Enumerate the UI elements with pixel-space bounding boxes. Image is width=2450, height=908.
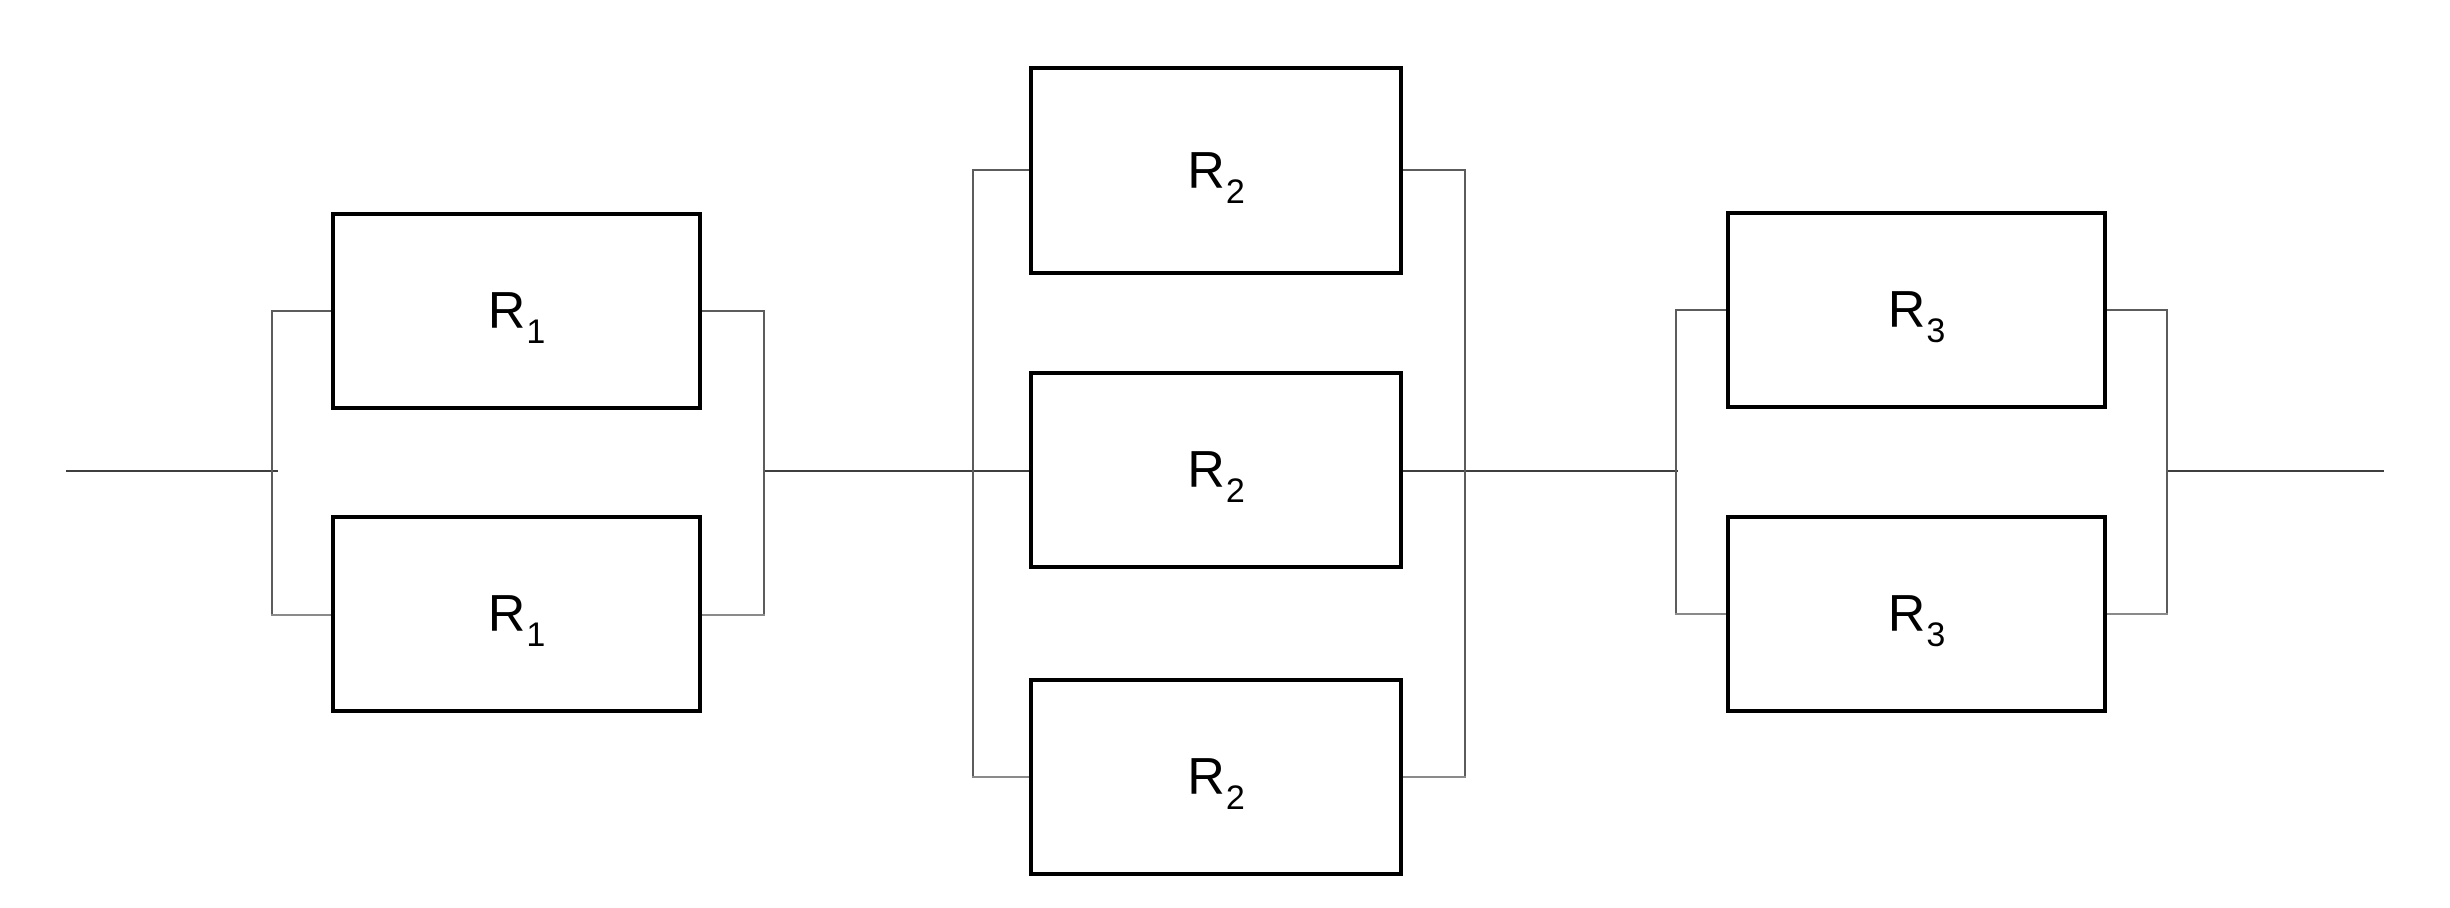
resistor-label-base: R [1187, 748, 1225, 806]
group1-left-bus [271, 311, 273, 616]
group3-top-right-stub [2104, 309, 2168, 311]
resistor-label-r3-bottom: R3 [1887, 585, 1945, 652]
group3-bottom-left-stub [1675, 613, 1729, 615]
resistor-label-subscript: 2 [1225, 472, 1245, 510]
group2-left-bus [972, 169, 974, 778]
resistor-label-r1-top: R1 [487, 282, 545, 349]
resistor-label-subscript: 2 [1225, 172, 1245, 211]
resistor-box-r3-bottom: R3 [1726, 515, 2107, 713]
resistor-label-r3-top: R3 [1887, 281, 1945, 348]
group3-right-bus [2166, 310, 2168, 615]
group2-bottom-left-stub [972, 776, 1032, 778]
resistor-label-base: R [1887, 281, 1926, 339]
resistor-label-r2-top: R2 [1187, 141, 1244, 209]
resistor-label-subscript: 1 [526, 616, 546, 654]
resistor-label-base: R [1887, 585, 1926, 643]
resistor-box-r2-top: R2 [1029, 66, 1403, 275]
resistor-label-r1-bottom: R1 [487, 585, 545, 652]
resistor-box-r1-top: R1 [331, 212, 702, 410]
group3-left-bus [1675, 310, 1677, 615]
group2-top-left-stub [972, 169, 1032, 171]
wire-right-lead [2166, 470, 2384, 472]
resistor-label-base: R [487, 585, 526, 643]
group1-bottom-right-stub [698, 614, 765, 616]
group1-top-left-stub [271, 310, 335, 312]
resistor-label-base: R [1187, 441, 1225, 499]
group1-right-bus [763, 311, 765, 616]
resistor-label-r2-middle: R2 [1187, 441, 1244, 508]
resistor-box-r2-bottom: R2 [1029, 678, 1403, 876]
group2-bottom-right-stub [1400, 776, 1466, 778]
group3-bottom-right-stub [2104, 613, 2168, 615]
resistor-label-subscript: 2 [1225, 779, 1245, 817]
resistor-box-r2-middle: R2 [1029, 371, 1403, 569]
resistor-label-subscript: 1 [526, 313, 546, 351]
group1-top-right-stub [698, 310, 765, 312]
resistor-label-base: R [1187, 141, 1225, 200]
wire-left-lead [66, 470, 278, 472]
wire-lead-group1-to-group2 [763, 470, 1031, 472]
resistor-label-subscript: 3 [1926, 616, 1946, 654]
resistor-label-subscript: 3 [1926, 312, 1946, 350]
group1-bottom-left-stub [271, 614, 335, 616]
resistor-label-base: R [487, 282, 526, 340]
resistor-label-r2-bottom: R2 [1187, 748, 1244, 815]
group3-top-left-stub [1675, 309, 1729, 311]
group2-top-right-stub [1400, 169, 1466, 171]
resistor-box-r1-bottom: R1 [331, 515, 702, 713]
group2-right-bus [1464, 169, 1466, 778]
resistor-box-r3-top: R3 [1726, 211, 2107, 409]
wire-lead-group2-to-group3 [1401, 470, 1678, 472]
